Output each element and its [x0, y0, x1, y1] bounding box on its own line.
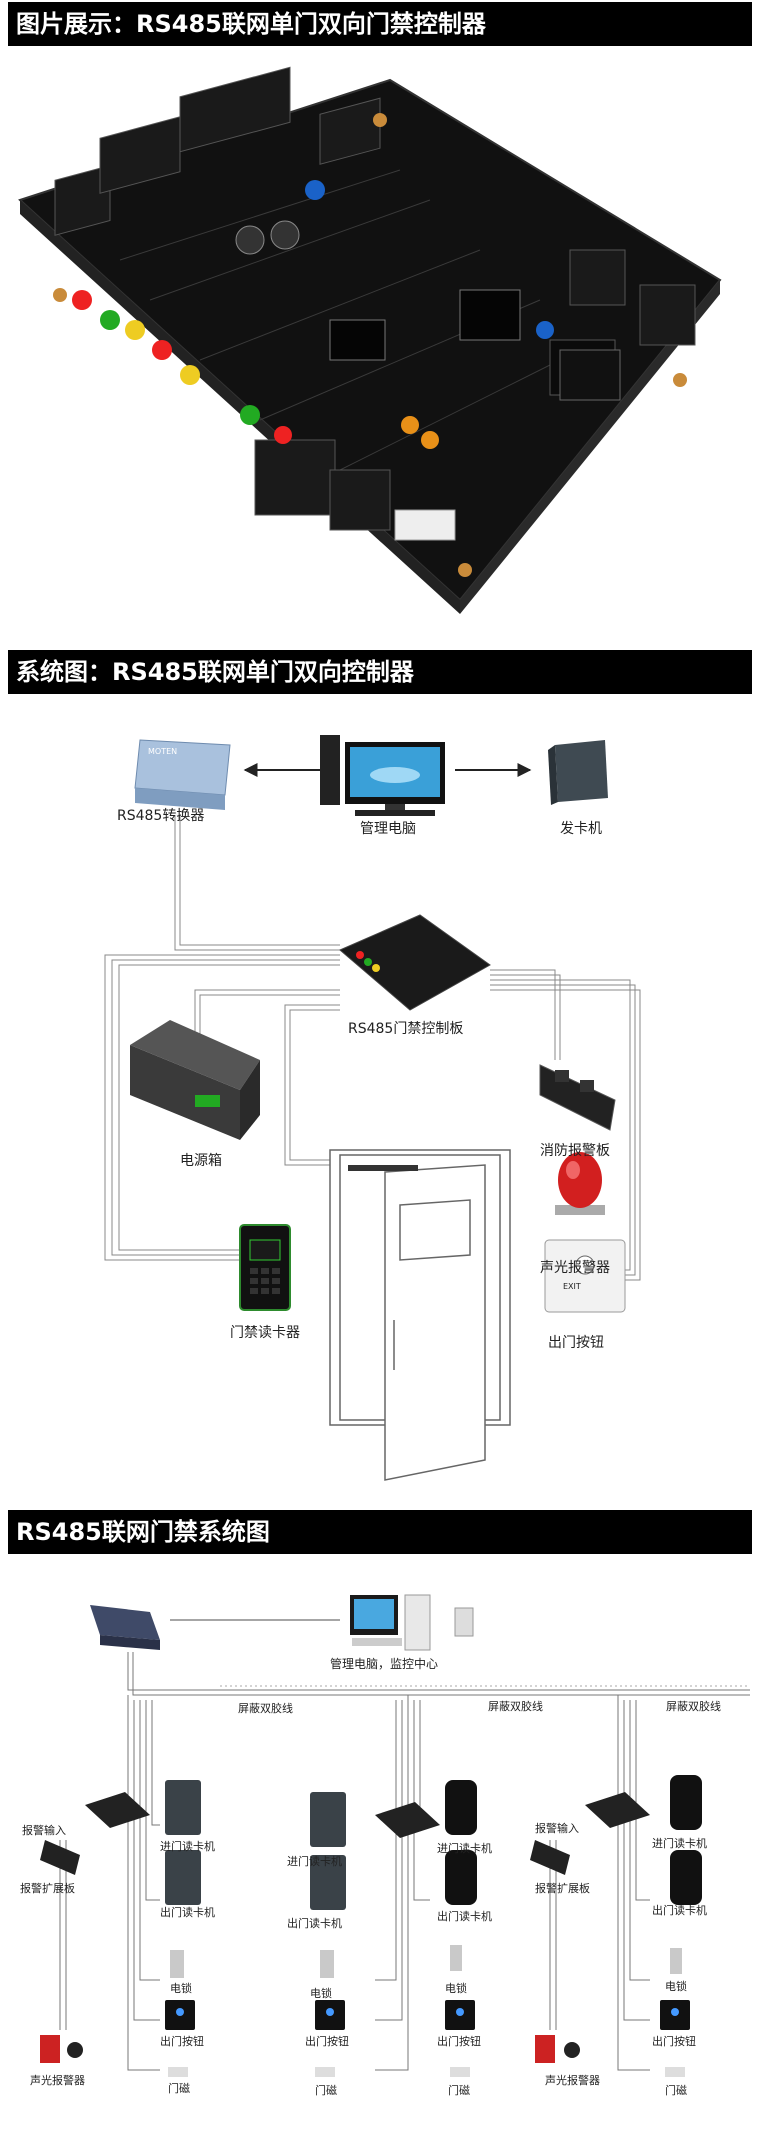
label-g1-contact: 门磁 — [168, 2082, 190, 2095]
card-reader-device — [239, 1224, 291, 1311]
label-exit-plate: EXIT — [563, 1282, 581, 1291]
label-g3-lock: 电锁 — [665, 1980, 687, 1993]
controller-board-photo — [18, 66, 722, 614]
label-g1-exit: 出门按钮 — [160, 2035, 204, 2048]
label-g2-lock-left: 电锁 — [310, 1987, 332, 2000]
label-g3-siren: 声光报警器 — [545, 2074, 600, 2087]
door-device — [329, 1149, 511, 1481]
label-converter-brand: MOTEN — [148, 747, 178, 756]
label-g2-contact-left: 门磁 — [315, 2084, 337, 2097]
label-fire-alarm-panel: 消防报警板 — [540, 1143, 610, 1159]
exit-button-device — [544, 1239, 626, 1313]
label-controller-board: RS485门禁控制板 — [348, 1021, 464, 1037]
controller-board-device — [339, 914, 491, 1011]
label-pc: 管理电脑 — [360, 821, 416, 837]
label-g3-exit: 出门按钮 — [652, 2035, 696, 2048]
label-g3-alarm-input: 报警输入 — [535, 1822, 579, 1835]
label-g2-out-reader-right: 出门读卡机 — [437, 1910, 492, 1923]
label-g2-out-reader-left: 出门读卡机 — [287, 1917, 342, 1930]
label-g1-out-reader: 出门读卡机 — [160, 1906, 215, 1919]
card-issuer-device — [548, 740, 608, 805]
label-g2-in-reader-left: 进门读卡机 — [287, 1855, 342, 1868]
label-cable-1: 屏蔽双胶线 — [238, 1702, 293, 1715]
label-g1-alarm-input: 报警输入 — [22, 1824, 66, 1837]
label-g1-alarm-ext: 报警扩展板 — [20, 1882, 75, 1895]
label-g2-in-reader-right: 进门读卡机 — [437, 1842, 492, 1855]
label-g1-lock: 电锁 — [170, 1982, 192, 1995]
label-g3-in-reader: 进门读卡机 — [652, 1837, 707, 1850]
section-header-system: 系统图：RS485联网单门双向控制器 — [8, 650, 752, 694]
label-rs485-converter: RS485转换器 — [117, 808, 205, 824]
label-exit-button: 出门按钮 — [548, 1335, 604, 1351]
rs485-converter-device — [134, 739, 231, 810]
system-diagram — [104, 735, 641, 1481]
label-g2-contact-right: 门磁 — [448, 2084, 470, 2097]
label-g1-siren: 声光报警器 — [30, 2074, 85, 2087]
label-g3-alarm-ext: 报警扩展板 — [535, 1882, 590, 1895]
section-header-photo: 图片展示：RS485联网单门双向门禁控制器 — [8, 2, 752, 46]
label-cable-3: 屏蔽双胶线 — [666, 1700, 721, 1713]
fire-alarm-panel-device — [539, 1064, 616, 1131]
label-g1-in-reader: 进门读卡机 — [160, 1840, 215, 1853]
power-box-device — [130, 1020, 260, 1140]
label-power-box: 电源箱 — [180, 1153, 222, 1169]
label-network-pc: 管理电脑，监控中心 — [330, 1657, 439, 1671]
pc-device — [320, 735, 445, 816]
label-g2-exit-right: 出门按钮 — [437, 2035, 481, 2048]
label-g2-exit-left: 出门按钮 — [305, 2035, 349, 2048]
label-siren: 声光报警器 — [540, 1260, 610, 1276]
label-cable-2: 屏蔽双胶线 — [488, 1700, 543, 1713]
label-g2-lock-right: 电锁 — [445, 1982, 467, 1995]
network-diagram — [40, 1594, 750, 2077]
section-header-network: RS485联网门禁系统图 — [8, 1510, 752, 1554]
label-g3-contact: 门磁 — [665, 2084, 687, 2097]
label-card-issuer: 发卡机 — [560, 821, 602, 837]
label-g3-out-reader: 出门读卡机 — [652, 1904, 707, 1917]
label-card-reader: 门禁读卡器 — [230, 1325, 300, 1341]
siren-device — [555, 1152, 605, 1215]
